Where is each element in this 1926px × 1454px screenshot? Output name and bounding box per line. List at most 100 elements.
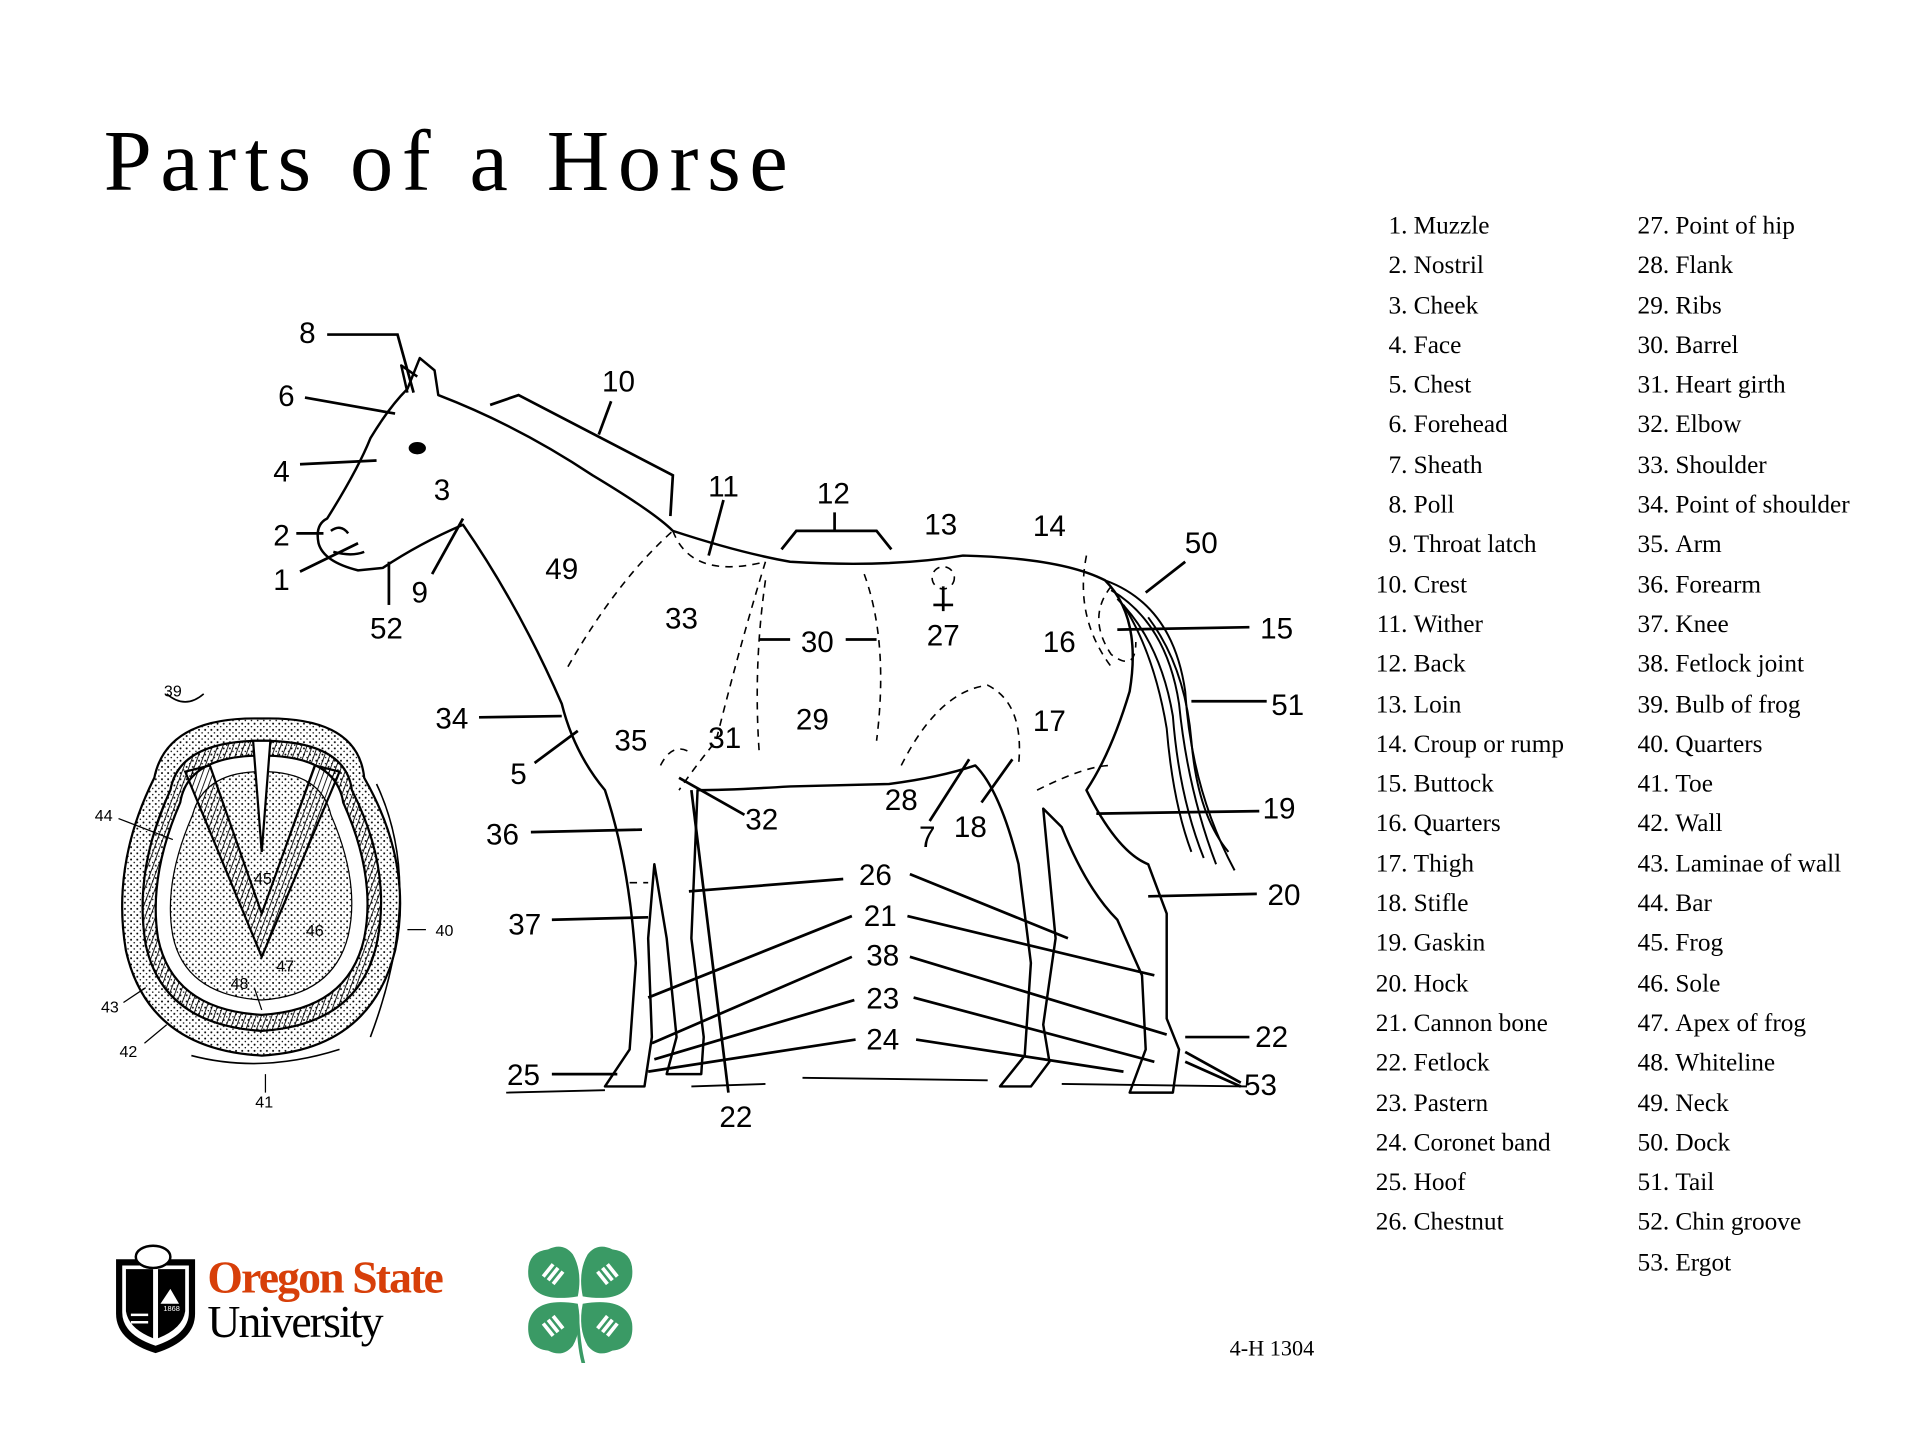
- legend-item-number: 51.: [1637, 1169, 1670, 1197]
- diagram-label: 18: [954, 811, 987, 844]
- legend-item: 17.Thigh: [1365, 849, 1598, 879]
- legend-item-label: Fetlock: [1413, 1049, 1490, 1077]
- legend-item: 18.Stifle: [1365, 889, 1598, 919]
- osu-wordmark-line2: University: [207, 1297, 383, 1349]
- legend-item-label: Neck: [1675, 1089, 1729, 1117]
- osu-wordmark-line1: Oregon State: [207, 1253, 443, 1304]
- legend-item-number: 49.: [1637, 1089, 1670, 1117]
- legend-item: 52.Chin groove: [1620, 1208, 1861, 1238]
- legend-item: 50.Dock: [1620, 1128, 1861, 1158]
- diagram-label: 12: [817, 478, 850, 511]
- diagram-label: 9: [412, 576, 428, 609]
- legend-item-number: 9.: [1388, 531, 1408, 559]
- legend-item: 16.Quarters: [1365, 809, 1598, 839]
- legend-item: 5.Chest: [1365, 371, 1598, 401]
- diagram-label: 1: [273, 564, 289, 597]
- hoof-diagram-label: 46: [306, 922, 324, 940]
- diagram-label: 4: [273, 455, 289, 488]
- legend-item-number: 3.: [1388, 292, 1408, 320]
- legend-item-label: Forearm: [1675, 571, 1762, 599]
- diagram-label: 6: [278, 380, 294, 413]
- diagram-label: 29: [796, 704, 829, 737]
- legend-item-label: Poll: [1413, 491, 1455, 519]
- hoof-diagram-label: 42: [119, 1043, 137, 1061]
- legend-item: 22.Fetlock: [1365, 1048, 1598, 1078]
- legend-item-number: 22.: [1375, 1049, 1408, 1077]
- legend-item: 14.Croup or rump: [1365, 729, 1598, 759]
- diagram-label: 30: [801, 626, 834, 659]
- legend-item-label: Toe: [1675, 770, 1713, 798]
- diagram-label: 37: [508, 909, 541, 942]
- legend-item-label: Frog: [1675, 930, 1724, 958]
- legend-item: 9.Throat latch: [1365, 530, 1598, 560]
- legend-item: 46.Sole: [1620, 969, 1861, 999]
- legend-item-label: Throat latch: [1413, 531, 1537, 559]
- legend-item-label: Dock: [1675, 1129, 1731, 1157]
- hoof-diagram-label: 41: [255, 1093, 273, 1111]
- legend-item-label: Hoof: [1413, 1169, 1466, 1197]
- osu-seal-logo: 1868: [116, 1244, 196, 1354]
- legend-item-label: Whiteline: [1675, 1049, 1776, 1077]
- legend-item: 26.Chestnut: [1365, 1208, 1598, 1238]
- legend-item-label: Heart girth: [1675, 371, 1786, 400]
- legend-item: 32.Elbow: [1620, 410, 1861, 440]
- legend-item-label: Thigh: [1413, 850, 1475, 878]
- legend-item-number: 29.: [1637, 292, 1670, 320]
- diagram-label: 22: [1255, 1021, 1288, 1054]
- legend-item-number: 20.: [1375, 969, 1408, 998]
- legend-item-label: Ribs: [1675, 292, 1722, 320]
- legend-item-number: 17.: [1375, 850, 1408, 878]
- legend-item-label: Wither: [1413, 611, 1483, 639]
- legend-item-label: Back: [1413, 650, 1466, 679]
- legend-item: 44.Bar: [1620, 889, 1861, 919]
- legend-item: 51.Tail: [1620, 1168, 1861, 1198]
- diagram-label: 25: [507, 1059, 540, 1092]
- diagram-label: 33: [665, 602, 698, 635]
- legend-item: 28.Flank: [1620, 251, 1861, 281]
- legend-item-number: 11.: [1376, 611, 1408, 639]
- legend-item-number: 47.: [1637, 1009, 1670, 1037]
- legend-item-label: Sole: [1675, 969, 1721, 998]
- diagram-label: 20: [1268, 879, 1301, 912]
- legend-item-label: Point of shoulder: [1675, 491, 1850, 519]
- legend-item-label: Apex of frog: [1675, 1009, 1807, 1037]
- diagram-label: 11: [708, 470, 739, 503]
- legend-item-number: 46.: [1637, 969, 1670, 998]
- legend-item-label: Pastern: [1413, 1089, 1489, 1117]
- page-title: Parts of a Horse: [103, 114, 797, 210]
- legend-item-label: Sheath: [1413, 451, 1483, 479]
- leader-lines: [296, 333, 1267, 1093]
- legend-item: 3.Cheek: [1365, 291, 1598, 321]
- hoof-diagram-label: 39: [164, 682, 182, 700]
- legend-item-number: 32.: [1637, 411, 1670, 439]
- hoof-diagram-label: 40: [436, 922, 454, 940]
- hoof-diagram-label: 47: [276, 958, 294, 976]
- legend-item: 23.Pastern: [1365, 1088, 1598, 1118]
- diagram-label: 38: [866, 939, 899, 972]
- legend-item: 39.Bulb of frog: [1620, 690, 1861, 720]
- diagram-label: 52: [370, 612, 403, 645]
- diagram-label: 51: [1271, 689, 1304, 722]
- legend-item-number: 10.: [1375, 571, 1408, 599]
- legend-item: 35.Arm: [1620, 530, 1861, 560]
- diagram-label: 5: [510, 758, 526, 791]
- legend-item-label: Gaskin: [1413, 930, 1486, 958]
- legend-item: 43.Laminae of wall: [1620, 849, 1861, 879]
- legend-item: 41.Toe: [1620, 769, 1861, 799]
- legend-item: 30.Barrel: [1620, 331, 1861, 361]
- legend-item: 7.Sheath: [1365, 450, 1598, 480]
- legend-item-label: Point of hip: [1675, 212, 1795, 240]
- legend-item-label: Chest: [1413, 371, 1472, 400]
- diagram-label: 14: [1033, 510, 1066, 543]
- legend-item: 10.Crest: [1365, 570, 1598, 600]
- legend-item-number: 8.: [1388, 491, 1408, 519]
- legend-item-number: 40.: [1637, 730, 1670, 758]
- legend-item: 31.Heart girth: [1620, 371, 1861, 401]
- legend-item-label: Coronet band: [1413, 1129, 1551, 1157]
- legend-item-label: Barrel: [1675, 331, 1739, 360]
- diagram-label: 8: [299, 317, 315, 350]
- diagram-label: 2: [273, 520, 289, 553]
